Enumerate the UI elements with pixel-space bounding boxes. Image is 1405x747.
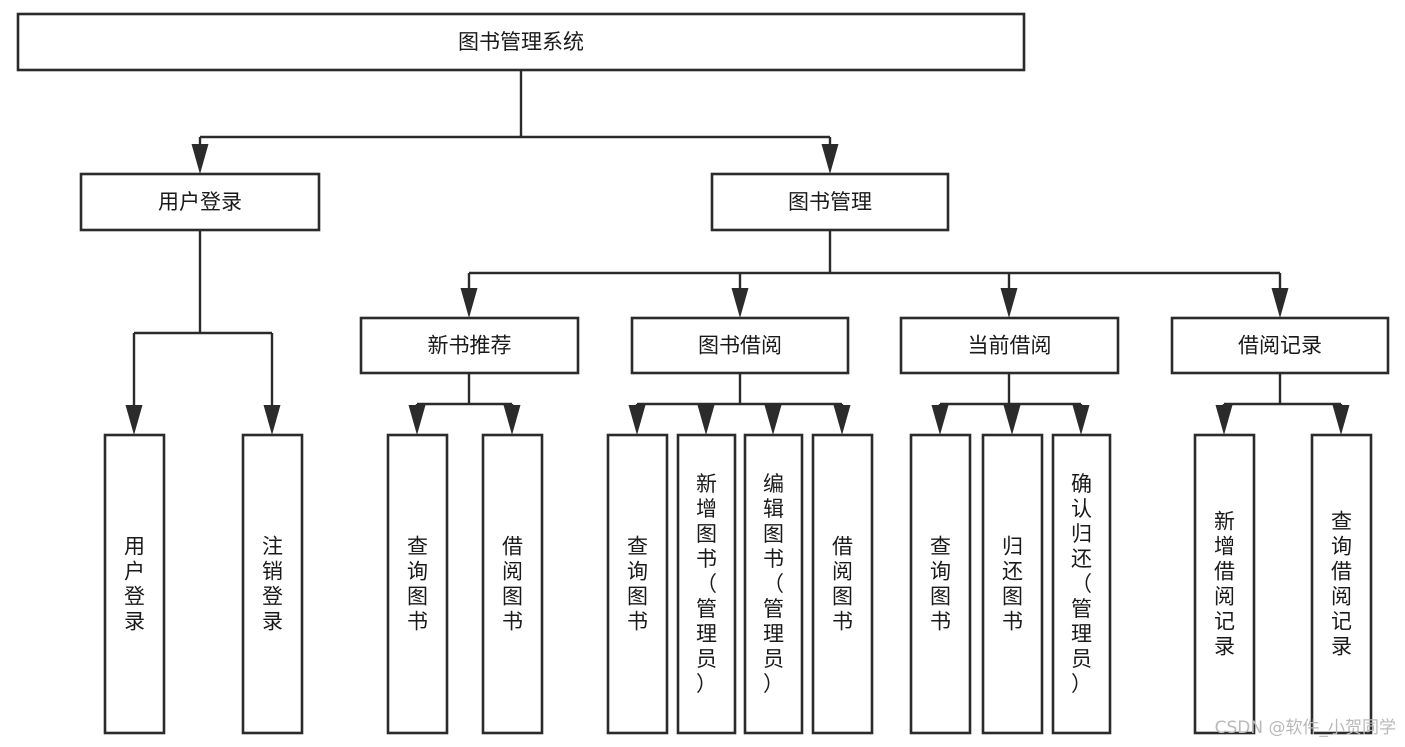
arrow-head-icon [1332,405,1350,435]
arrow-head-icon [1000,288,1018,318]
node-root-system[interactable]: 图书管理系统 [16,12,1026,72]
node-book-borrow[interactable]: 图书借阅 [630,316,850,375]
node-book-borrow-label: 图书借阅 [698,334,782,358]
arrow-head-icon [460,288,478,318]
node-current-borrow-label: 当前借阅 [968,334,1052,358]
node-borrow-record[interactable]: 借阅记录 [1170,316,1390,375]
node-leaf-query-book-cb-label: 查询图书 [930,535,951,634]
node-leaf-return-book-cb-label: 归还图书 [1002,535,1023,634]
node-user-login-label: 用户登录 [158,190,242,214]
arrow-head-icon [125,405,143,435]
node-root-system-label: 图书管理系统 [458,30,584,54]
node-new-book-recommend-rect[interactable] [359,316,580,375]
node-leaf-borrow-book-rec-label: 借阅图书 [502,535,523,634]
node-borrow-record-label: 借阅记录 [1238,334,1322,358]
node-leaf-add-record-br[interactable]: 新增借阅记录 [1193,433,1256,735]
node-leaf-borrow-book-rec[interactable]: 借阅图书 [481,433,544,735]
node-leaf-query-book-rec-label: 查询图书 [407,535,428,634]
node-leaf-confirm-return-cb[interactable]: 确认归还（管理员） [1051,433,1112,735]
node-leaf-borrow-book-bb[interactable]: 借阅图书 [811,433,874,735]
node-book-manage-label: 图书管理 [788,190,872,214]
node-leaf-borrow-book-bb-label: 借阅图书 [832,535,853,634]
csdn-watermark: CSDN @软件_小贺同学 [1215,718,1396,738]
node-leaf-query-book-bb[interactable]: 查询图书 [606,433,669,735]
node-new-book-recommend-label: 新书推荐 [428,334,512,358]
arrow-head-icon [1003,405,1021,435]
arrow-head-icon [1072,405,1090,435]
node-leaf-confirm-return-cb-rect[interactable] [1051,433,1112,735]
arrow-head-icon [191,144,209,174]
node-leaf-edit-book-bb-rect[interactable] [743,433,804,735]
node-leaf-query-book-bb-label: 查询图书 [627,535,648,634]
node-book-manage[interactable]: 图书管理 [710,172,950,232]
arrow-head-icon [503,405,521,435]
nodes-layer: 图书管理系统用户登录图书管理新书推荐图书借阅当前借阅借阅记录用户登录注销登录查询… [16,12,1390,735]
node-leaf-user-login-label: 用户登录 [124,535,145,634]
arrow-head-icon [628,405,646,435]
node-leaf-add-book-bb-label: 新增图书（管理员） [696,472,717,696]
node-book-borrow-rect[interactable] [630,316,850,375]
node-root-system-rect[interactable] [16,12,1026,72]
node-leaf-user-logout-rect[interactable] [241,433,304,735]
node-leaf-user-logout[interactable]: 注销登录 [241,433,304,735]
node-borrow-record-rect[interactable] [1170,316,1390,375]
arrow-head-icon [697,405,715,435]
node-leaf-edit-book-bb[interactable]: 编辑图书（管理员） [743,433,804,735]
arrow-head-icon [821,144,839,174]
arrow-head-icon [764,405,782,435]
node-leaf-borrow-book-rec-rect[interactable] [481,433,544,735]
node-leaf-user-login-rect[interactable] [103,433,166,735]
node-leaf-query-book-bb-rect[interactable] [606,433,669,735]
arrow-head-icon [263,405,281,435]
connectors-layer [125,70,1350,435]
node-book-manage-rect[interactable] [710,172,950,232]
arrow-head-icon [1271,288,1289,318]
node-leaf-query-book-rec[interactable]: 查询图书 [386,433,449,735]
node-leaf-add-book-bb-rect[interactable] [676,433,737,735]
node-leaf-return-book-cb[interactable]: 归还图书 [981,433,1044,735]
arrow-head-icon [408,405,426,435]
node-leaf-borrow-book-bb-rect[interactable] [811,433,874,735]
node-leaf-user-logout-label: 注销登录 [262,535,283,634]
node-leaf-query-book-cb[interactable]: 查询图书 [909,433,972,735]
node-leaf-user-login[interactable]: 用户登录 [103,433,166,735]
node-user-login[interactable]: 用户登录 [79,172,321,232]
node-user-login-rect[interactable] [79,172,321,232]
node-new-book-recommend[interactable]: 新书推荐 [359,316,580,375]
arrow-head-icon [1215,405,1233,435]
node-leaf-return-book-cb-rect[interactable] [981,433,1044,735]
node-leaf-query-record-br-rect[interactable] [1310,433,1373,735]
node-current-borrow[interactable]: 当前借阅 [899,316,1120,375]
arrow-head-icon [731,288,749,318]
node-leaf-add-book-bb[interactable]: 新增图书（管理员） [676,433,737,735]
node-leaf-confirm-return-cb-label: 确认归还（管理员） [1071,472,1092,696]
node-leaf-query-book-cb-rect[interactable] [909,433,972,735]
node-current-borrow-rect[interactable] [899,316,1120,375]
node-leaf-query-record-br-label: 查询借阅记录 [1331,510,1352,659]
node-leaf-query-record-br[interactable]: 查询借阅记录 [1310,433,1373,735]
arrow-head-icon [931,405,949,435]
node-leaf-edit-book-bb-label: 编辑图书（管理员） [763,472,784,696]
arrow-head-icon [833,405,851,435]
node-leaf-add-record-br-label: 新增借阅记录 [1214,510,1235,659]
node-leaf-add-record-br-rect[interactable] [1193,433,1256,735]
node-leaf-query-book-rec-rect[interactable] [386,433,449,735]
